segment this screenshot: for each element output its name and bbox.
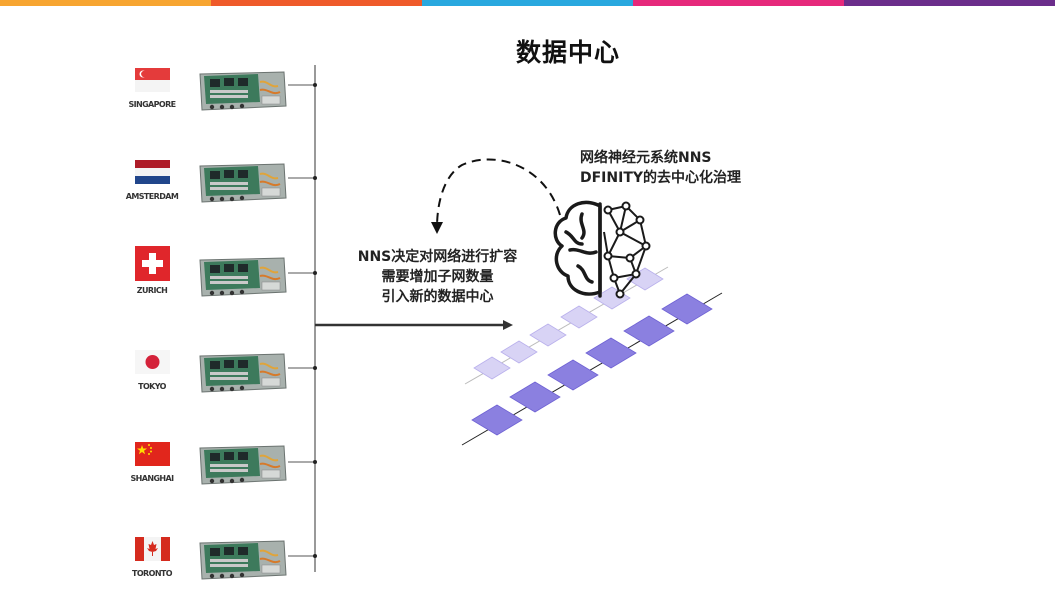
server-icon (198, 248, 288, 300)
server-icon (198, 154, 288, 206)
datacenter-city-label: TORONTO (132, 569, 173, 578)
diagram-canvas (288, 65, 723, 572)
brain-network-nodes (603, 201, 651, 299)
accent-strip (0, 0, 1055, 6)
accent-strip-blue (422, 0, 633, 6)
switzerland-flag-icon (135, 246, 170, 281)
decision-label-line: 引入新的数据中心 (381, 289, 494, 305)
server-icon (198, 344, 288, 396)
datacenter-item: AMSTERDAM (118, 160, 318, 230)
connector-dots (313, 83, 317, 558)
dashed-return-arrow-icon (436, 158, 561, 229)
singapore-flag-icon (135, 68, 170, 92)
backbone-connectors (288, 84, 315, 557)
datacenter-item: SINGAPORE (118, 68, 318, 138)
accent-strip-orange (0, 0, 211, 6)
datacenter-city-label: SHANGHAI (130, 474, 175, 483)
nns-label: 网络神经元系统NNS DFINITY的去中心化治理 (580, 148, 780, 188)
datacenter-item: TORONTO (118, 537, 318, 607)
server-icon (198, 436, 288, 488)
accent-strip-pink (633, 0, 844, 6)
datacenter-city-label: SINGAPORE (128, 100, 176, 109)
datacenter-item: ZURICH (118, 246, 318, 324)
datacenter-item: TOKYO (118, 350, 318, 420)
nns-label-line: 网络神经元系统NNS (580, 150, 712, 166)
page-title: 数据中心 (515, 38, 620, 67)
server-icon (198, 531, 288, 583)
datacenter-city-label: AMSTERDAM (125, 192, 179, 201)
brain-network-icon (553, 200, 602, 298)
datacenter-city-label: ZURICH (136, 286, 168, 295)
datacenter-city-label: TOKYO (138, 382, 166, 391)
decision-label: NNS决定对网络进行扩容 需要增加子网数量 引入新的数据中心 (335, 247, 540, 307)
nns-label-line: DFINITY的去中心化治理 (580, 170, 742, 186)
netherlands-flag-icon (135, 160, 170, 184)
server-icon (198, 62, 288, 114)
subnet-row-light (464, 266, 669, 385)
datacenter-item: SHANGHAI (118, 442, 318, 512)
accent-strip-red (211, 0, 422, 6)
canada-flag-icon (135, 537, 170, 561)
subnet-row-dark (461, 292, 723, 446)
accent-strip-purple (844, 0, 1055, 6)
japan-flag-icon (135, 350, 170, 374)
decision-label-line: NNS决定对网络进行扩容 (357, 249, 518, 265)
decision-label-line: 需要增加子网数量 (381, 269, 494, 285)
china-flag-icon (135, 442, 170, 466)
